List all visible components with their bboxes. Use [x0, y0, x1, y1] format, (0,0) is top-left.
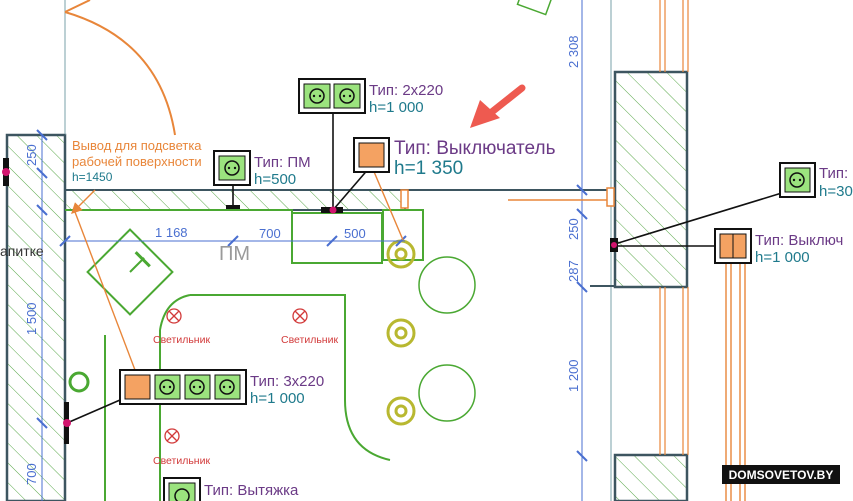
pm-center-label: ПМ: [219, 243, 250, 265]
leader-lines: [66, 112, 786, 424]
socket-2x220-type: Тип: 2x220: [369, 82, 443, 99]
note-line-1: Вывод для подсветка: [72, 138, 202, 153]
dim-700-left: 700: [24, 463, 39, 485]
door-top-right: [516, 0, 554, 16]
lamp-label-1: Светильник: [153, 334, 210, 346]
switch-main-type: Тип: Выключатель: [394, 138, 556, 159]
dim-1168: 1 168: [155, 225, 188, 240]
lamp-label-3: Светильник: [153, 455, 210, 467]
ceiling-light-icon: [164, 308, 308, 444]
pm-type: Тип: ПМ: [254, 154, 311, 171]
kitchen-counter: [65, 209, 424, 501]
dim-287: 287: [566, 260, 581, 282]
dimension-vertical-right: [576, 184, 588, 462]
switch-main-height: h=1 350: [394, 158, 463, 179]
right-switch-height: h=1 000: [755, 249, 810, 266]
socket-2x220-height: h=1 000: [369, 99, 424, 116]
pm-height: h=500: [254, 171, 296, 188]
note-line-2: рабочей поверхности: [72, 154, 202, 169]
dimension-horizontal: [59, 235, 407, 247]
dim-250-right: 250: [566, 218, 581, 240]
socket-3x220-symbol: [119, 369, 247, 405]
drain-icon: [68, 371, 90, 393]
right-switch-symbol: [714, 228, 752, 264]
dim-250-left: 250: [24, 144, 39, 166]
stool-2: [418, 364, 476, 422]
wire-right-box: [606, 187, 615, 207]
right-wall: [590, 0, 689, 501]
switch-main-symbol: [353, 137, 390, 173]
left-partial-label: апитке: [0, 243, 44, 259]
dim-500: 500: [344, 226, 366, 241]
watermark: DOMSOVETOV.BY: [722, 465, 840, 484]
connector-marks: [2, 158, 618, 444]
dim-2308: 2 308: [566, 35, 581, 68]
stool-1: [418, 256, 476, 314]
sink-block: [86, 228, 174, 316]
hood-type: Тип: Вытяжка: [204, 482, 299, 499]
dimension-vertical-left: [36, 129, 48, 501]
right-socket-height: h=30: [819, 183, 853, 200]
wire-top-box: [400, 189, 409, 209]
door-swing: [64, 11, 176, 136]
dim-700: 700: [259, 226, 281, 241]
right-switch-type: Тип: Выключ: [755, 232, 843, 249]
socket-3x220-height: h=1 000: [250, 390, 305, 407]
dim-1500: 1 500: [24, 302, 39, 335]
pendant-lamp: [386, 239, 416, 426]
svg-text:DOMSOVETOV.BY: DOMSOVETOV.BY: [729, 468, 834, 482]
socket-2x220-symbol: [298, 78, 366, 114]
hood-symbol: [163, 477, 201, 501]
left-wall: [5, 133, 67, 501]
note-height: h=1450: [72, 170, 113, 184]
pm-symbol: [213, 150, 251, 186]
right-socket-type: Тип:: [819, 165, 848, 182]
lamp-label-2: Светильник: [281, 334, 338, 346]
door-leaf: [64, 0, 91, 13]
socket-3x220-type: Тип: 3x220: [250, 373, 324, 390]
red-arrow-icon: [470, 84, 526, 128]
dim-1200: 1 200: [566, 359, 581, 392]
right-socket-symbol: [779, 162, 816, 198]
leader-orange: [71, 166, 746, 501]
